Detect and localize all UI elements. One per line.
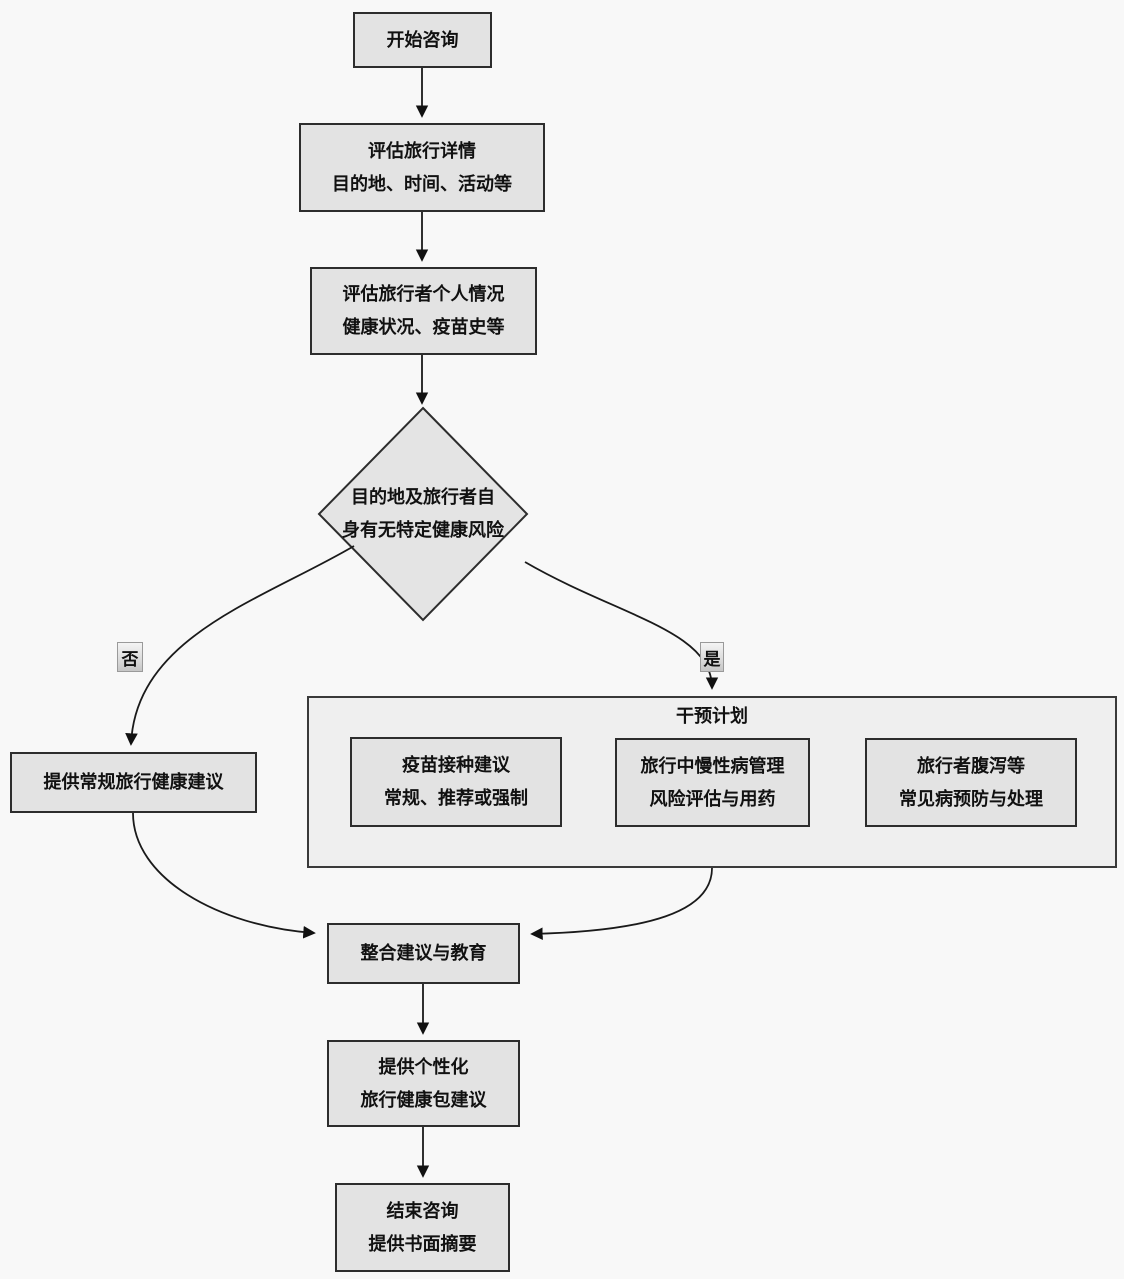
- node-integrate-label: 整合建议与教育: [360, 943, 487, 963]
- node-end: 结束咨询 提供书面摘要: [335, 1183, 510, 1272]
- node-start-label: 开始咨询: [386, 29, 459, 50]
- node-assess-traveler-line2: 健康状况、疫苗史等: [342, 317, 505, 337]
- node-chronic-disease-line1: 旅行中慢性病管理: [640, 755, 785, 776]
- node-personalized: 提供个性化 旅行健康包建议: [327, 1040, 520, 1127]
- node-decision-line2: 身有无特定健康风险: [342, 520, 504, 540]
- node-personalized-line2: 旅行健康包建议: [360, 1089, 487, 1110]
- node-vaccination-line1: 疫苗接种建议: [402, 755, 510, 775]
- branch-yes-text: 是: [703, 649, 721, 669]
- branch-label-yes: 是: [700, 642, 724, 672]
- node-end-line1: 结束咨询: [386, 1200, 459, 1221]
- intervention-plan-title: 干预计划: [676, 706, 748, 726]
- node-decision-line1: 目的地及旅行者自: [351, 487, 495, 507]
- node-decision: 目的地及旅行者自 身有无特定健康风险: [319, 408, 527, 620]
- edge-decision-yes-to-intervention: [524, 561, 719, 690]
- node-assess-traveler-line1: 评估旅行者个人情况: [342, 284, 505, 304]
- node-assess-traveler: 评估旅行者个人情况 健康状况、疫苗史等: [310, 267, 537, 355]
- branch-no-text: 否: [121, 649, 139, 669]
- branch-label-no: 否: [117, 642, 143, 672]
- node-common-illness: 旅行者腹泻等 常见病预防与处理: [865, 738, 1077, 827]
- node-vaccination: 疫苗接种建议 常规、推荐或强制: [350, 737, 562, 827]
- node-start: 开始咨询: [353, 12, 492, 68]
- node-integrate: 整合建议与教育: [327, 923, 520, 984]
- edge-routine-to-integrate: [132, 812, 316, 939]
- node-common-illness-line2: 常见病预防与处理: [899, 788, 1043, 809]
- node-chronic-disease-line2: 风险评估与用药: [649, 788, 776, 809]
- node-assess-trip-line1: 评估旅行详情: [368, 140, 476, 161]
- node-end-line2: 提供书面摘要: [368, 1233, 477, 1254]
- node-personalized-line1: 提供个性化: [378, 1056, 469, 1077]
- edge-decision-no-to-routine: [125, 545, 355, 746]
- node-routine-advice: 提供常规旅行健康建议: [10, 752, 257, 813]
- node-chronic-disease: 旅行中慢性病管理 风险评估与用药: [615, 738, 810, 827]
- node-common-illness-line1: 旅行者腹泻等: [917, 755, 1025, 776]
- edge-intervention-to-integrate: [530, 867, 713, 941]
- node-assess-trip-line2: 目的地、时间、活动等: [332, 173, 512, 194]
- node-assess-trip: 评估旅行详情 目的地、时间、活动等: [299, 123, 545, 212]
- decision-diamond-shape: [317, 406, 529, 622]
- node-routine-advice-label: 提供常规旅行健康建议: [43, 772, 224, 792]
- node-vaccination-line2: 常规、推荐或强制: [384, 788, 528, 808]
